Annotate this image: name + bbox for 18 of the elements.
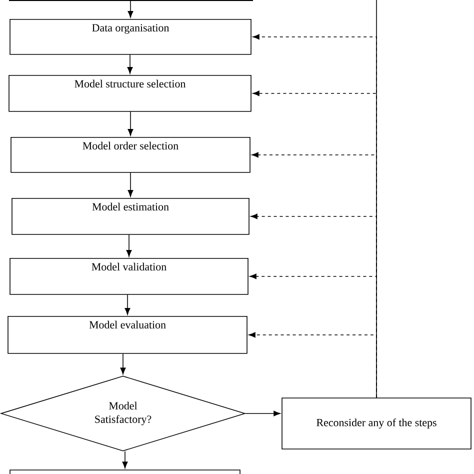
process-box: Model evaluation xyxy=(8,316,248,354)
process-box: Model estimation xyxy=(12,198,250,235)
arrow xyxy=(124,294,130,315)
arrow xyxy=(120,353,126,374)
process-box: Data organisation xyxy=(10,18,252,55)
arrow xyxy=(122,451,128,468)
process-box: Reconsider any of the steps xyxy=(282,398,472,450)
arrow xyxy=(245,410,280,416)
arrow xyxy=(128,0,134,18)
arrow xyxy=(126,234,132,257)
feedback-arrow xyxy=(248,332,377,398)
arrow xyxy=(127,54,133,74)
arrow xyxy=(128,111,134,136)
process-box: Model structure selection xyxy=(8,74,252,112)
process-box: Model order selection xyxy=(10,136,250,173)
process-box xyxy=(10,470,240,474)
process-box: Model validation xyxy=(10,258,248,295)
arrow xyxy=(128,172,134,197)
